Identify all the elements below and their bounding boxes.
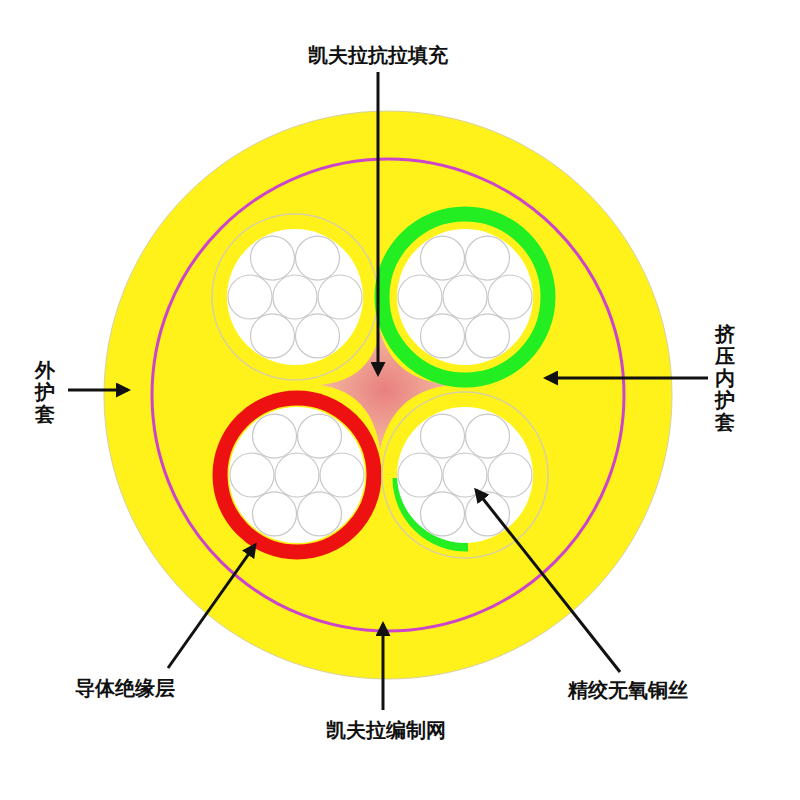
part-label: 导体绝缘层 [75,676,175,700]
part-label: 挤压内护套 [715,323,735,433]
leader-arrows [68,72,708,710]
conductors [212,214,548,558]
part-label: 精绞无氧铜丝 [568,678,688,702]
part-label: 凯夫拉编制网 [326,718,446,742]
part-label: 外护套 [35,359,55,425]
kevlar-braid [152,159,624,631]
copper-strands [227,229,533,543]
outer-sheath [104,111,672,679]
part-label: 凯夫拉抗拉填充 [308,43,448,67]
